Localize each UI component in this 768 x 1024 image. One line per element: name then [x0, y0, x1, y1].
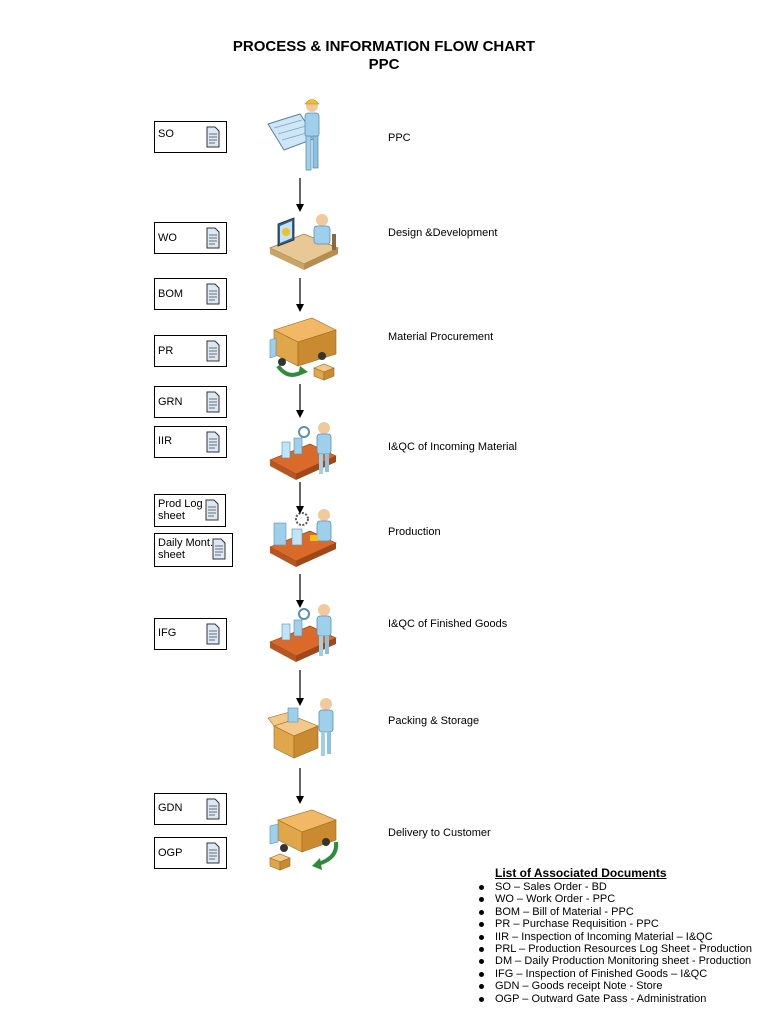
document-icon — [206, 623, 220, 645]
doc-iir: IIR — [154, 426, 227, 458]
doc-ogp: OGP — [154, 837, 227, 869]
document-icon — [205, 499, 219, 521]
list-item: GDN – Goods receipt Note - Store — [476, 980, 752, 992]
production-conveyor-icon — [269, 509, 337, 567]
legend-title: List of Associated Documents — [495, 866, 667, 880]
flow-arrow — [296, 768, 304, 804]
document-icon — [206, 227, 220, 249]
doc-grn: GRN — [154, 386, 227, 418]
list-item: PRL – Production Resources Log Sheet - P… — [476, 943, 752, 955]
doc-label: IIR — [158, 435, 173, 447]
list-item: WO – Work Order - PPC — [476, 893, 752, 905]
flow-arrow — [296, 670, 304, 706]
step-label-design-development: Design &Development — [388, 227, 498, 239]
doc-prod-log: Prod Log sheet — [154, 494, 226, 527]
doc-ifg: IFG — [154, 618, 227, 650]
list-item: PR – Purchase Requisition - PPC — [476, 918, 752, 930]
list-item: BOM – Bill of Material - PPC — [476, 906, 752, 918]
step-label-packing-storage: Packing & Storage — [388, 715, 480, 727]
delivery-truck-icon — [269, 809, 339, 871]
flow-arrow — [296, 384, 304, 418]
flow-arrow — [296, 278, 304, 312]
step-label-ppc: PPC — [388, 132, 411, 144]
doc-label: BOM — [158, 288, 184, 300]
doc-label: SO — [158, 128, 174, 140]
document-icon — [206, 842, 220, 864]
worker-blueprint-icon — [267, 99, 320, 171]
doc-label: GRN — [158, 396, 183, 408]
doc-gdn: GDN — [154, 793, 227, 825]
doc-pr: PR — [154, 335, 227, 367]
list-item: SO – Sales Order - BD — [476, 881, 752, 893]
list-item: DM – Daily Production Monitoring sheet -… — [476, 955, 752, 967]
chart-title: PROCESS & INFORMATION FLOW CHART — [232, 38, 536, 55]
document-icon — [206, 391, 220, 413]
document-icon — [206, 431, 220, 453]
document-icon — [206, 340, 220, 362]
step-label-production: Production — [388, 526, 441, 538]
doc-so: SO — [154, 121, 227, 153]
document-icon — [206, 798, 220, 820]
flow-arrow — [296, 574, 304, 608]
inspector-conveyor-icon — [269, 604, 337, 662]
doc-bom: BOM — [154, 278, 227, 310]
flow-arrow — [296, 482, 304, 514]
document-icon — [206, 283, 220, 305]
step-label-material-procurement: Material Procurement — [388, 331, 494, 343]
inspector-conveyor-icon — [269, 422, 337, 480]
doc-label: OGP — [158, 847, 183, 859]
chart-subtitle: PPC — [368, 56, 400, 73]
doc-wo: WO — [154, 222, 227, 254]
step-label-iqc-incoming: I&QC of Incoming Material — [388, 441, 517, 453]
flow-arrow — [296, 178, 304, 212]
doc-label: WO — [158, 232, 177, 244]
packer-box-icon — [267, 698, 334, 759]
truck-boxes-icon — [269, 317, 337, 381]
list-item: OGP – Outward Gate Pass - Administration — [476, 993, 752, 1005]
list-item: IFG – Inspection of Finished Goods – I&Q… — [476, 968, 752, 980]
document-icon — [206, 126, 220, 148]
document-icon — [212, 538, 226, 560]
doc-label: GDN — [158, 802, 183, 814]
doc-label: IFG — [158, 627, 177, 639]
doc-label: PR — [158, 345, 174, 357]
step-label-delivery: Delivery to Customer — [388, 827, 491, 839]
doc-label: Daily Mont. sheet — [158, 537, 214, 561]
doc-daily-mont: Daily Mont. sheet — [154, 533, 233, 567]
step-label-iqc-finished: I&QC of Finished Goods — [388, 618, 508, 630]
designer-computer-icon — [269, 214, 339, 270]
doc-label: Prod Log sheet — [158, 498, 203, 522]
legend-list: SO – Sales Order - BD WO – Work Order - … — [476, 881, 752, 1005]
list-item: IIR – Inspection of Incoming Material – … — [476, 931, 752, 943]
